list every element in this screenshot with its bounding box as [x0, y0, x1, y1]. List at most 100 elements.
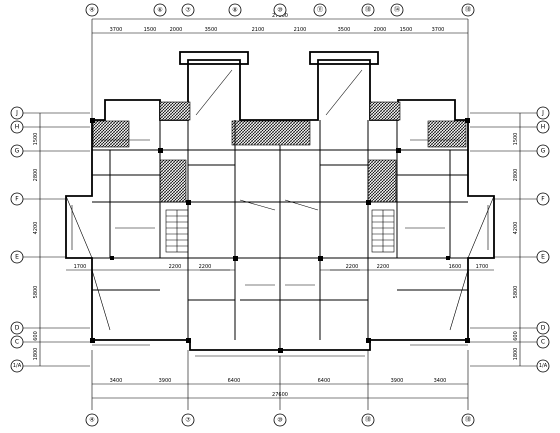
svg-text:G: G — [541, 148, 546, 155]
grid-bubble-left-E: E — [10, 250, 24, 264]
dim-top-4: 3500 — [205, 27, 218, 33]
top-grid-bubbles: ④ ⑥ ⑦ ⑧ ⑩ ⑪ ⑱ ⑭ ⑱ — [85, 3, 475, 17]
dim-left-6: 1800 — [33, 348, 39, 361]
grid-bubble-top-3: ⑦ — [181, 3, 195, 17]
svg-text:⑦: ⑦ — [185, 7, 191, 14]
dim-right-1: 1500 — [513, 133, 519, 146]
grid-bubble-right-H: H — [536, 120, 550, 134]
interior-walls — [92, 120, 468, 350]
svg-text:1/A: 1/A — [539, 363, 548, 369]
dim-mid-left-2: 2200 — [169, 264, 182, 270]
grid-bubble-left-A: 1/A — [10, 359, 24, 373]
bottom-part-dimensions: 3400 3900 6400 6400 3900 3400 — [110, 378, 447, 384]
top-dimension-lines — [91, 18, 469, 120]
svg-text:⑧: ⑧ — [232, 7, 237, 14]
dim-left-4: 5800 — [33, 286, 39, 299]
dim-mid-right-1: 2200 — [346, 264, 359, 270]
svg-text:⑩: ⑩ — [277, 7, 282, 14]
svg-text:④: ④ — [89, 7, 94, 14]
svg-text:⑭: ⑭ — [394, 6, 400, 14]
grid-bubble-left-G: G — [10, 144, 24, 158]
svg-text:1/A: 1/A — [13, 363, 22, 369]
dim-top-5: 2100 — [252, 27, 265, 33]
grid-bubble-top-2: ⑥ — [153, 3, 167, 17]
svg-text:J: J — [541, 110, 544, 117]
bottom-total-dimension: 27600 — [272, 392, 288, 398]
svg-text:E: E — [15, 254, 19, 261]
svg-text:⑩: ⑩ — [277, 417, 282, 424]
dim-bottom-2: 3900 — [159, 378, 172, 384]
dim-top-9: 1500 — [400, 27, 413, 33]
grid-bubble-left-D: D — [10, 321, 24, 335]
exterior-walls — [65, 51, 495, 351]
left-vertical-dimensions: 1500 2800 4200 5800 600 1800 — [33, 133, 39, 361]
grid-bubble-left-H: H — [10, 120, 24, 134]
top-part-dimensions: 3700 1500 2000 3500 2100 2100 3500 2000 … — [110, 27, 445, 33]
dim-right-3: 4200 — [513, 222, 519, 235]
svg-text:④: ④ — [89, 417, 94, 424]
dim-mid-right-2: 2200 — [377, 264, 390, 270]
mid-right-dimensions: 2200 2200 1600 1700 — [346, 264, 489, 270]
svg-text:F: F — [15, 196, 19, 203]
dim-mid-left-1: 1700 — [74, 264, 87, 270]
grid-bubble-right-D: D — [536, 321, 550, 335]
svg-text:⑱: ⑱ — [465, 416, 471, 424]
side-grid-lines — [23, 112, 537, 367]
dim-top-1: 3700 — [110, 27, 123, 33]
stair-right — [371, 209, 395, 253]
dim-left-5: 600 — [33, 331, 39, 341]
grid-bubble-right-G: G — [536, 144, 550, 158]
dim-top-3: 2000 — [170, 27, 183, 33]
grid-bubble-right-E: E — [536, 250, 550, 264]
svg-text:C: C — [15, 339, 19, 346]
grid-bubble-top-9: ⑱ — [461, 3, 475, 17]
stair-left — [165, 209, 189, 253]
grid-bubble-bottom-1: ④ — [85, 413, 99, 427]
svg-text:E: E — [541, 254, 545, 261]
svg-text:G: G — [15, 148, 20, 155]
grid-bubble-bottom-2: ⑦ — [181, 413, 195, 427]
dim-right-6: 1800 — [513, 348, 519, 361]
dim-top-2: 1500 — [144, 27, 157, 33]
dim-mid-left-3: 2200 — [199, 264, 212, 270]
dim-right-5: 600 — [513, 331, 519, 341]
grid-bubble-bottom-3: ⑩ — [273, 413, 287, 427]
grid-bubble-right-A: 1/A — [536, 359, 550, 373]
dim-bottom-1: 3400 — [110, 378, 123, 384]
svg-text:C: C — [541, 339, 545, 346]
dim-bottom-6: 3400 — [434, 378, 447, 384]
left-grid-bubbles: J H G F E D C 1/A — [10, 106, 24, 373]
dim-left-1: 1500 — [33, 133, 39, 146]
dim-bottom-4: 6400 — [318, 378, 331, 384]
dim-mid-right-3: 1600 — [449, 264, 462, 270]
structural-columns — [90, 118, 470, 353]
svg-text:H: H — [541, 124, 546, 131]
dim-left-2: 2800 — [33, 169, 39, 182]
svg-text:J: J — [15, 110, 18, 117]
dim-top-10: 3700 — [432, 27, 445, 33]
dim-bottom-5: 3900 — [391, 378, 404, 384]
bottom-dimension-lines — [91, 350, 469, 410]
svg-text:F: F — [541, 196, 545, 203]
svg-text:H: H — [15, 124, 20, 131]
room-detail-lines — [65, 69, 495, 331]
bottom-grid-bubbles: ④ ⑦ ⑩ ⑱ ⑱ — [85, 413, 475, 427]
dim-bottom-3: 6400 — [228, 378, 241, 384]
grid-bubble-right-F: F — [536, 192, 550, 206]
grid-bubble-right-J: J — [536, 106, 550, 120]
grid-bubble-top-1: ④ — [85, 3, 99, 17]
mid-left-dimensions: 1700 2200 2200 — [74, 264, 212, 270]
dim-left-3: 4200 — [33, 222, 39, 235]
dim-mid-right-4: 1700 — [476, 264, 489, 270]
svg-text:⑦: ⑦ — [185, 417, 191, 424]
grid-bubble-top-7: ⑱ — [361, 3, 375, 17]
svg-text:⑱: ⑱ — [365, 6, 371, 14]
svg-text:⑥: ⑥ — [157, 7, 162, 14]
grid-bubble-left-F: F — [10, 192, 24, 206]
grid-bubble-bottom-5: ⑱ — [461, 413, 475, 427]
grid-bubble-top-4: ⑧ — [228, 3, 242, 17]
dim-top-7: 3500 — [338, 27, 351, 33]
grid-bubble-left-C: C — [10, 335, 24, 349]
right-grid-bubbles: J H G F E D C 1/A — [536, 106, 550, 373]
grid-bubble-top-5: ⑩ — [273, 3, 287, 17]
